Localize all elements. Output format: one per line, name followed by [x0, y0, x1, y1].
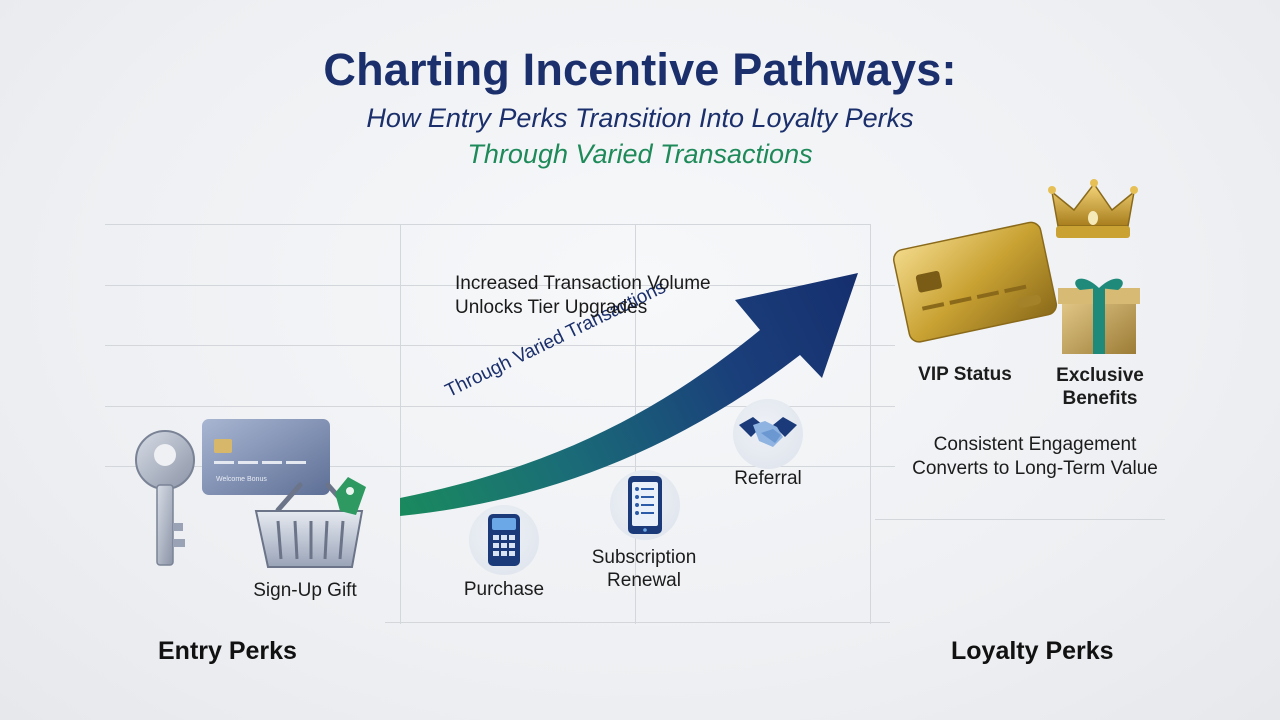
page-subtitle-accent: Through Varied Transactions — [467, 139, 813, 169]
purchase-label: Purchase — [463, 579, 545, 600]
entry-perks-illustration: Welcome Bonus — [135, 419, 366, 568]
subscription-label-line2: Renewal — [607, 570, 681, 591]
welcome-card-icon: Welcome Bonus — [202, 419, 330, 495]
card-terminal-icon — [488, 514, 520, 566]
referral-icon-circle — [733, 399, 803, 469]
loyalty-note-line1: Consistent Engagement — [933, 434, 1137, 455]
page-subtitle: How Entry Perks Transition Into Loyalty … — [366, 103, 914, 133]
subscription-icon-circle — [610, 470, 680, 540]
welcome-card-text: Welcome Bonus — [216, 476, 267, 483]
loyalty-note: Consistent Engagement Converts to Long-T… — [895, 433, 1175, 481]
vip-status-label: VIP Status — [918, 364, 1012, 385]
arrow-annotation-line2: Unlocks Tier Upgrades — [455, 297, 648, 318]
exclusive-benefits-line1: Exclusive — [1056, 365, 1144, 386]
loyalty-perks-label: Loyalty Perks — [951, 637, 1114, 665]
handshake-icon — [739, 417, 797, 447]
entry-perks-label: Entry Perks — [158, 637, 297, 665]
key-icon — [135, 430, 195, 566]
subscription-label-line1: Subscription — [591, 547, 697, 568]
exclusive-benefits-label: Exclusive Benefits — [1040, 364, 1160, 410]
crown-icon — [1048, 179, 1138, 238]
subscription-label: Subscription Renewal — [574, 546, 714, 592]
referral-label: Referral — [734, 468, 802, 489]
arrow-annotation: Increased Transaction Volume Unlocks Tie… — [455, 272, 711, 320]
gold-card-icon — [892, 221, 1058, 343]
purchase-icon-circle — [469, 505, 539, 575]
page-title: Charting Incentive Pathways: — [323, 44, 957, 95]
sign-up-gift-label: Sign-Up Gift — [253, 580, 357, 601]
phone-checklist-icon — [628, 476, 662, 534]
loyalty-perks-illustration — [892, 179, 1140, 354]
arrow-annotation-line1: Increased Transaction Volume — [455, 273, 711, 294]
exclusive-benefits-line2: Benefits — [1062, 388, 1138, 409]
gift-box-icon — [1058, 278, 1140, 354]
gift-tag-icon — [335, 477, 366, 515]
loyalty-note-line2: Converts to Long-Term Value — [912, 458, 1158, 479]
